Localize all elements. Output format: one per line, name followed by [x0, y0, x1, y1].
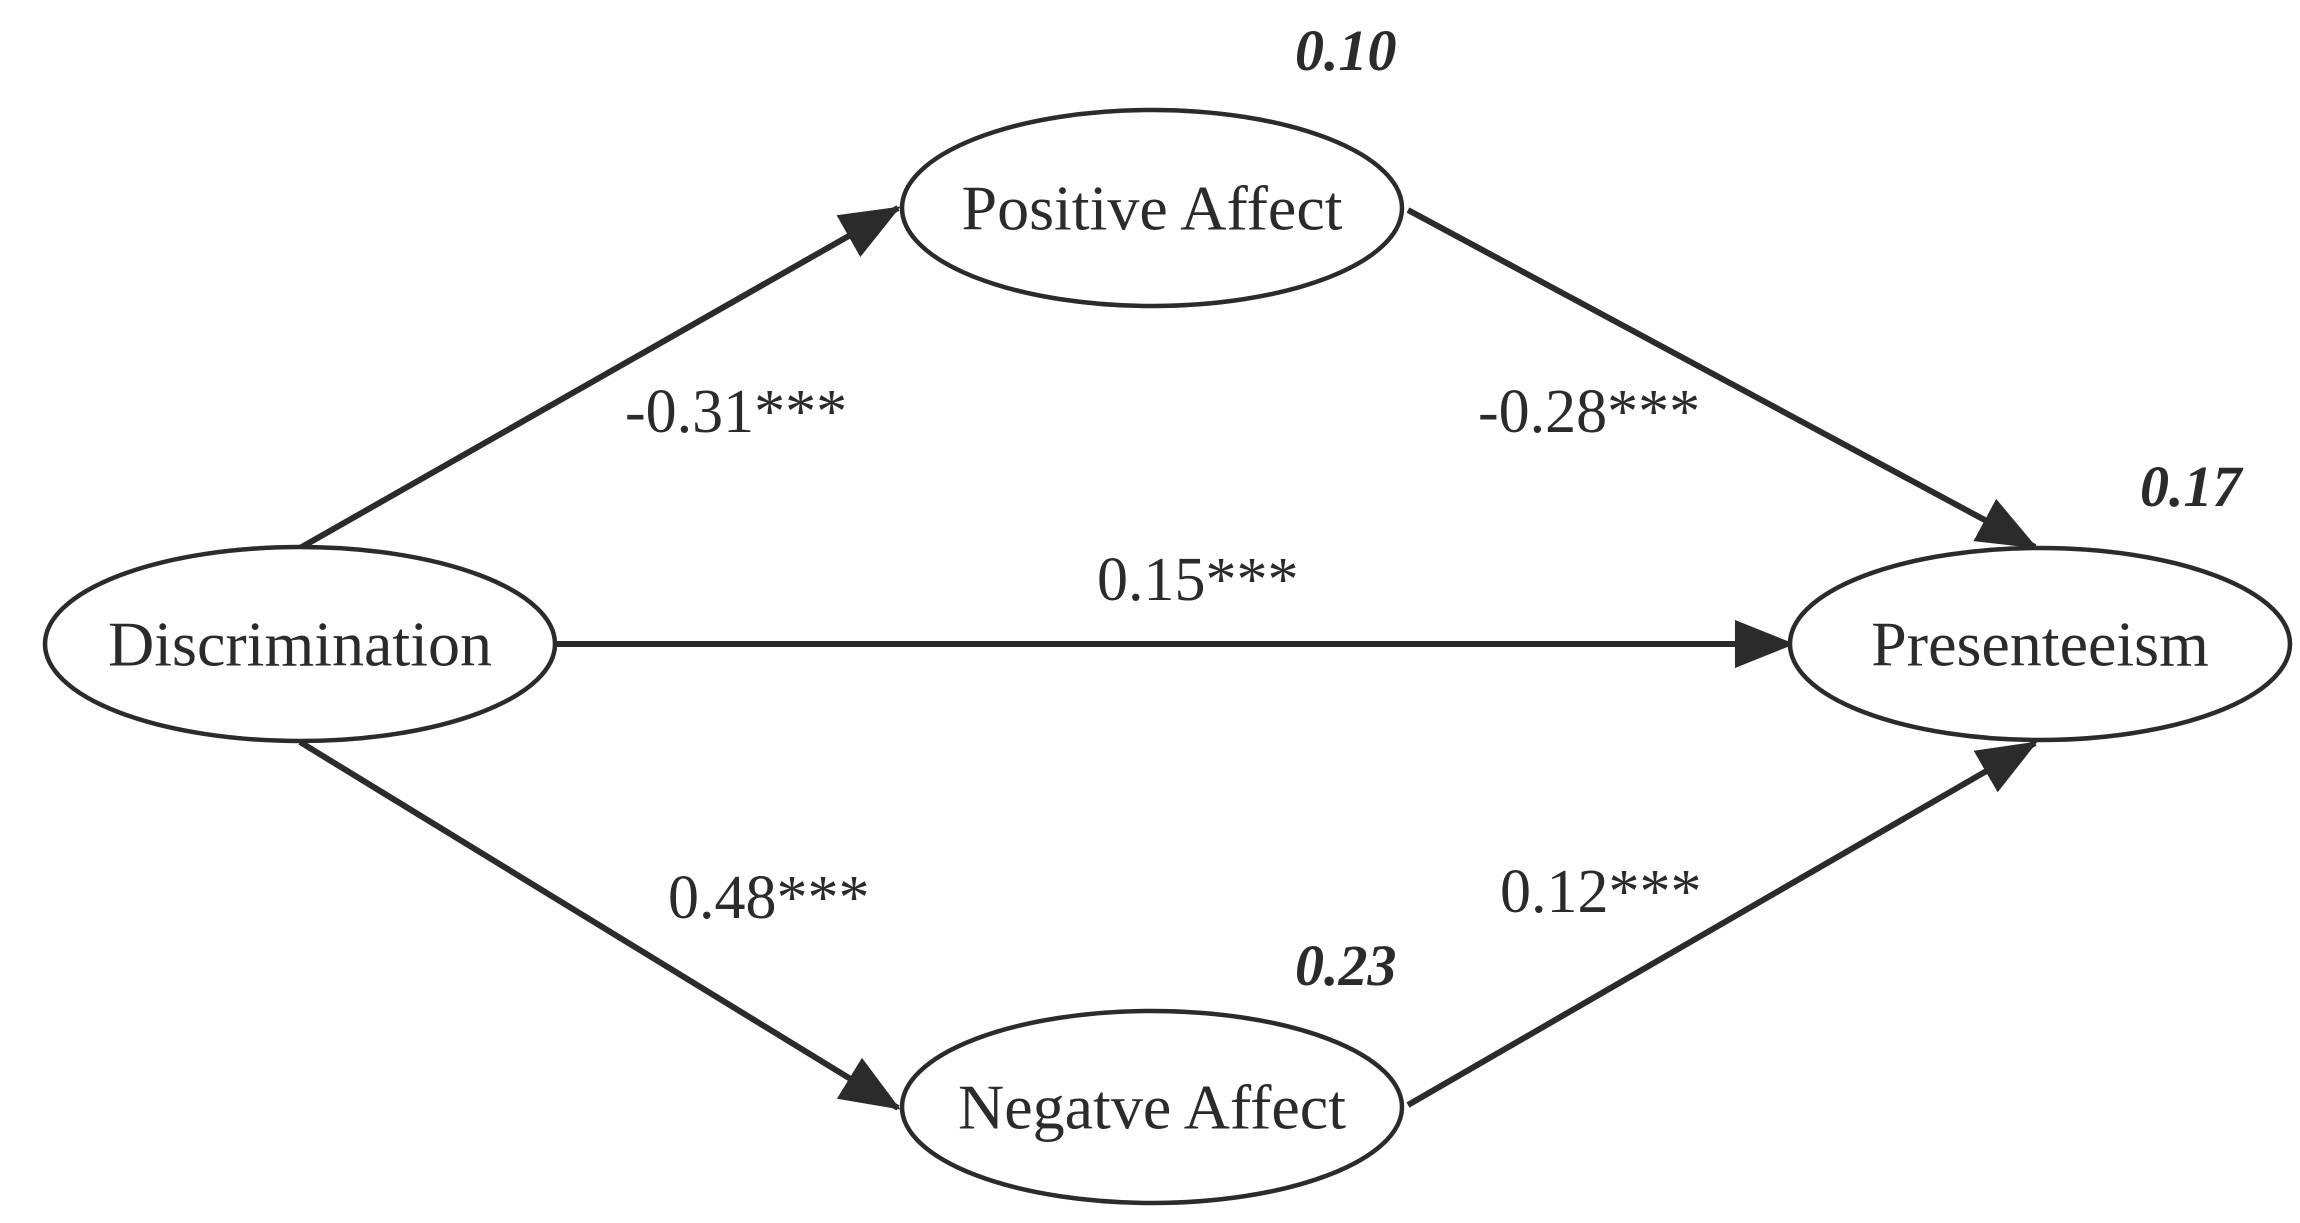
coefficient-negative-affect-presenteeism: 0.12***	[1500, 858, 1702, 926]
coefficient-discrimination-positive-affect: -0.31***	[625, 378, 847, 446]
edges	[298, 205, 2038, 1111]
node-negative-affect-label: Negatve Affect	[958, 1072, 1346, 1143]
edge-discrimination-to-positive-affect	[298, 205, 901, 551]
r2-positive-affect: 0.10	[1295, 18, 1397, 83]
node-presenteeism-ellipse	[1787, 545, 2293, 743]
edge-discrimination-to-negative-affect	[298, 739, 901, 1111]
node-presenteeism-label: Presenteeism	[1871, 609, 2209, 680]
r2-negative-affect: 0.23	[1295, 933, 1397, 998]
edge-positive-affect-to-presenteeism	[1406, 207, 2038, 550]
node-positive-affect-ellipse	[899, 107, 1405, 309]
node-discrimination: Discrimination	[42, 544, 558, 744]
node-discrimination-ellipse	[42, 544, 558, 744]
coefficient-discrimination-presenteeism: 0.15***	[1097, 546, 1299, 614]
node-positive-affect-label: Positive Affect	[962, 173, 1343, 244]
node-discrimination-label: Discrimination	[108, 609, 492, 680]
edge-negative-affect-to-presenteeism	[1406, 740, 2038, 1108]
node-negative-affect-ellipse	[899, 1008, 1405, 1206]
node-negative-affect: Negatve Affect	[899, 1008, 1405, 1206]
coefficient-positive-affect-presenteeism: -0.28***	[1478, 378, 1700, 446]
node-presenteeism: Presenteeism	[1787, 545, 2293, 743]
edge-labels: -0.31*** -0.28*** 0.15*** 0.48*** 0.12**…	[625, 378, 1702, 932]
r2-presenteeism: 0.17	[2140, 454, 2244, 519]
r-squared-labels: 0.10 0.23 0.17	[1295, 18, 2244, 998]
node-positive-affect: Positive Affect	[899, 107, 1405, 309]
coefficient-discrimination-negative-affect: 0.48***	[668, 864, 870, 932]
